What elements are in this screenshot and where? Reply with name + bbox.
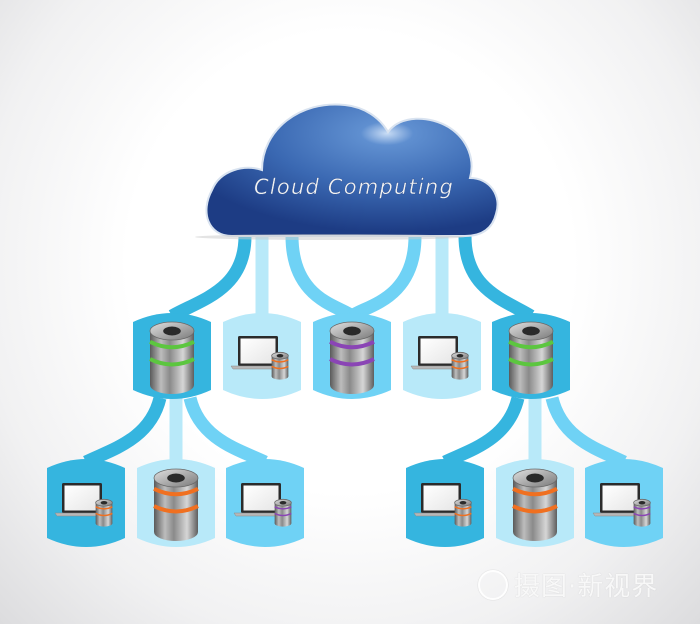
laptop-icon bbox=[233, 483, 292, 527]
node-m3 bbox=[313, 313, 391, 399]
server-stripe bbox=[95, 506, 113, 510]
connectors bbox=[83, 235, 627, 468]
connector-cloud-m3a bbox=[285, 235, 357, 322]
mini-server-icon bbox=[271, 351, 289, 380]
node-b3 bbox=[226, 459, 304, 547]
nodes bbox=[47, 313, 663, 547]
aperture-icon bbox=[478, 569, 508, 600]
server-stripe bbox=[153, 486, 199, 497]
node-m5 bbox=[492, 313, 570, 399]
server-stripe bbox=[512, 486, 558, 497]
diagram-title: Cloud Computing bbox=[254, 175, 454, 199]
mini-server-icon bbox=[274, 498, 292, 527]
server-stripe bbox=[633, 512, 651, 517]
server-icon bbox=[149, 321, 195, 394]
watermark: 摄图·新视界 bbox=[478, 566, 658, 603]
node-b5 bbox=[496, 459, 574, 547]
node-b2 bbox=[137, 459, 215, 547]
connector-m1-b3 bbox=[183, 396, 268, 468]
laptop-icon bbox=[54, 483, 113, 527]
laptop-icon bbox=[592, 483, 651, 527]
watermark-text: 摄图·新视界 bbox=[514, 572, 659, 602]
connector-m1-b1 bbox=[83, 396, 167, 468]
server-stripe bbox=[95, 512, 113, 517]
connector-m5-b6 bbox=[545, 396, 627, 468]
server-stripe bbox=[454, 512, 472, 517]
laptop-icon bbox=[410, 336, 469, 380]
server-icon bbox=[508, 321, 554, 394]
mini-server-icon bbox=[633, 498, 651, 527]
node-m1 bbox=[133, 313, 211, 399]
node-m2 bbox=[223, 313, 301, 399]
server-stripe bbox=[454, 506, 472, 510]
node-m4 bbox=[403, 313, 481, 399]
server-stripe bbox=[274, 506, 292, 510]
mini-server-icon bbox=[454, 498, 472, 527]
cloud-shape bbox=[205, 103, 499, 237]
server-stripe bbox=[329, 339, 375, 350]
server-stripe bbox=[274, 512, 292, 517]
server-stripe bbox=[633, 506, 651, 510]
cloud bbox=[195, 103, 499, 240]
server-stripe bbox=[271, 365, 289, 370]
connector-cloud-m3b bbox=[348, 235, 422, 322]
laptop-icon bbox=[230, 336, 289, 380]
server-stripe bbox=[451, 365, 469, 370]
connector-cloud-m1 bbox=[168, 235, 252, 322]
server-stripe bbox=[153, 504, 199, 514]
server-icon bbox=[512, 468, 558, 541]
server-stripe bbox=[149, 357, 195, 367]
node-b4 bbox=[406, 459, 484, 547]
server-stripe bbox=[512, 504, 558, 514]
server-icon bbox=[153, 468, 199, 541]
server-stripe bbox=[271, 359, 289, 363]
server-icon bbox=[329, 321, 375, 394]
laptop-icon bbox=[413, 483, 472, 527]
connector-m5-b4 bbox=[442, 396, 525, 468]
server-stripe bbox=[508, 339, 554, 350]
server-stripe bbox=[329, 357, 375, 367]
server-stripe bbox=[149, 339, 195, 350]
mini-server-icon bbox=[451, 351, 469, 380]
connector-cloud-m5 bbox=[458, 235, 535, 322]
node-b1 bbox=[47, 459, 125, 547]
node-b6 bbox=[585, 459, 663, 547]
server-stripe bbox=[508, 357, 554, 367]
mini-server-icon bbox=[95, 498, 113, 527]
server-stripe bbox=[451, 359, 469, 363]
